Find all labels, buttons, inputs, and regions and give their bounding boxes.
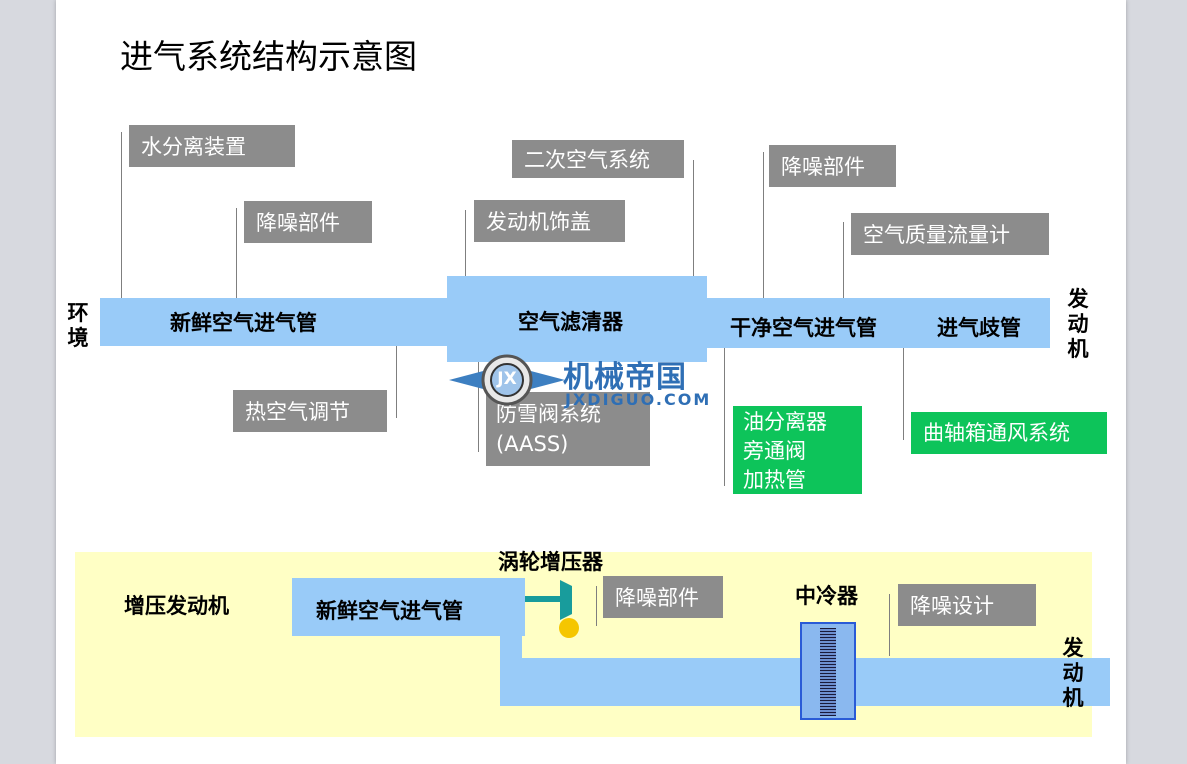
fresh-air-pipe-label: 新鲜空气进气管 [170,311,317,335]
clean-air-pipe-label: 干净空气进气管 [730,316,877,340]
turbo-fresh-air-label: 新鲜空气进气管 [316,599,463,623]
leader-line [903,348,904,440]
noise-reduction-callout-2: 降噪部件 [769,145,896,187]
intake-manifold-label: 进气歧管 [937,316,1021,340]
turbocharger-label: 涡轮增压器 [498,550,603,574]
anti-snow-valve-line-1: 防雪阀系统 [496,402,601,426]
mass-air-flow-callout: 空气质量流量计 [851,213,1049,255]
water-separator-callout: 水分离装置 [129,125,295,167]
leader-line [596,586,597,626]
fresh-air-pipe [100,298,450,346]
clean-air-pipe [705,298,1050,348]
noise-reduction-callout-1: 降噪部件 [244,201,372,243]
anti-snow-valve-line-2: (AASS) [496,432,569,456]
leader-line [889,594,890,656]
intercooler-label: 中冷器 [795,584,858,608]
gear-wings-icon [449,354,565,406]
leader-line [236,208,237,298]
watermark: JX 机械帝国 JXDIGUO.COM [447,350,747,410]
intercooler-block [800,622,856,720]
oil-separator-line-2: 旁通阀 [743,439,806,463]
engine-label-top: 发动机 [1067,287,1089,361]
turbocharger-icon [525,580,579,638]
leader-line [693,160,694,276]
oil-separator-callout: 油分离器 旁通阀 加热管 [733,406,862,494]
turbo-engine-label: 增压发动机 [124,594,229,618]
oil-separator-line-1: 油分离器 [743,410,827,434]
hot-air-control-callout: 热空气调节 [233,390,387,432]
engine-label-bottom: 发动机 [1062,636,1084,710]
leader-line [478,362,479,452]
leader-line [396,346,397,418]
engine-cover-callout: 发动机饰盖 [474,200,625,242]
crankcase-vent-callout: 曲轴箱通风系统 [911,412,1107,454]
intercooler-core [820,628,836,716]
leader-line [465,210,466,276]
leader-line [843,222,844,298]
diagram-title: 进气系统结构示意图 [120,37,417,76]
leader-line [121,132,122,298]
noise-design-callout: 降噪设计 [898,584,1036,626]
watermark-logo-text: 机械帝国 [563,360,687,395]
turbo-noise-reduction-callout: 降噪部件 [603,576,723,618]
leader-line [763,152,764,298]
leader-line [724,348,725,486]
turbo-fresh-air-pipe [292,578,525,636]
oil-separator-line-3: 加热管 [743,468,806,492]
watermark-badge: JX [497,369,517,389]
watermark-url: JXDIGUO.COM [565,390,712,409]
turbo-engine-panel [75,552,1092,737]
air-filter-label: 空气滤清器 [518,310,623,334]
air-filter-box [447,276,707,362]
environment-label: 环境 [67,301,89,350]
secondary-air-callout: 二次空气系统 [512,140,684,178]
